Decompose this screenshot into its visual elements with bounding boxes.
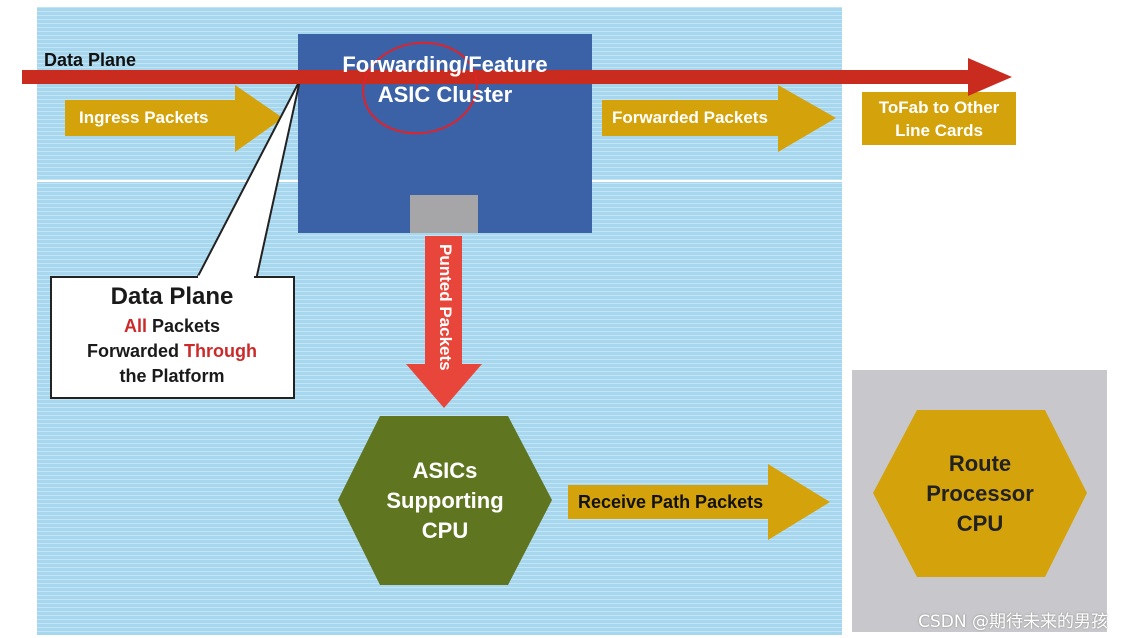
receive-path-arrow [568,464,830,540]
callout-box [50,276,295,399]
tofab-line-1: ToFab to Other [878,98,1000,117]
callout-through: Through [184,341,257,361]
cluster-port [410,195,478,233]
asics-line-3: CPU [421,518,469,543]
data-plane-label: Data Plane [44,50,137,70]
route-processor-hexagon [873,410,1087,577]
cluster-line-2: ASIC Cluster [377,82,513,107]
tofab-label: ToFab to Other Line Cards [862,96,1016,142]
asic-cluster-label: Forwarding/Feature ASIC Cluster [300,50,590,110]
callout-all: All [123,316,147,336]
callout-packets: Packets [146,316,221,336]
tofab-box [862,92,1016,145]
rp-line-2: Processor [926,481,1034,506]
rp-line-1: Route [948,451,1012,476]
callout-line-1: All Packets [52,314,292,339]
asics-line-1: ASICs [412,458,478,483]
asics-label: ASICs Supporting CPU [338,456,552,546]
rp-line-3: CPU [956,511,1004,536]
punted-arrow [406,236,482,408]
callout-line-2: Forwarded Through [52,339,292,364]
ingress-arrow [65,85,283,152]
watermark: CSDN @期待未来的男孩 [918,612,1108,632]
forwarded-label: Forwarded Packets [612,108,768,127]
forwarded-arrow [602,85,836,152]
tofab-line-2: Line Cards [895,121,983,140]
cluster-line-1: Forwarding/Feature [342,52,548,77]
receive-path-label: Receive Path Packets [578,492,764,512]
ingress-label: Ingress Packets [79,108,209,127]
asics-line-2: Supporting [386,488,504,513]
highlight-circle [362,41,478,135]
punted-label: Punted Packets [436,244,455,371]
callout-title: Data Plane [110,283,234,310]
callout-forwarded: Forwarded [87,341,185,361]
data-plane-arrow-head [968,58,1012,96]
asics-hexagon [338,416,552,585]
callout-line-3: the Platform [119,366,225,386]
route-processor-label: Route Processor CPU [873,449,1087,539]
callout-text: Data Plane All Packets Forwarded Through… [52,280,292,389]
data-plane-arrow-shaft [22,70,972,84]
